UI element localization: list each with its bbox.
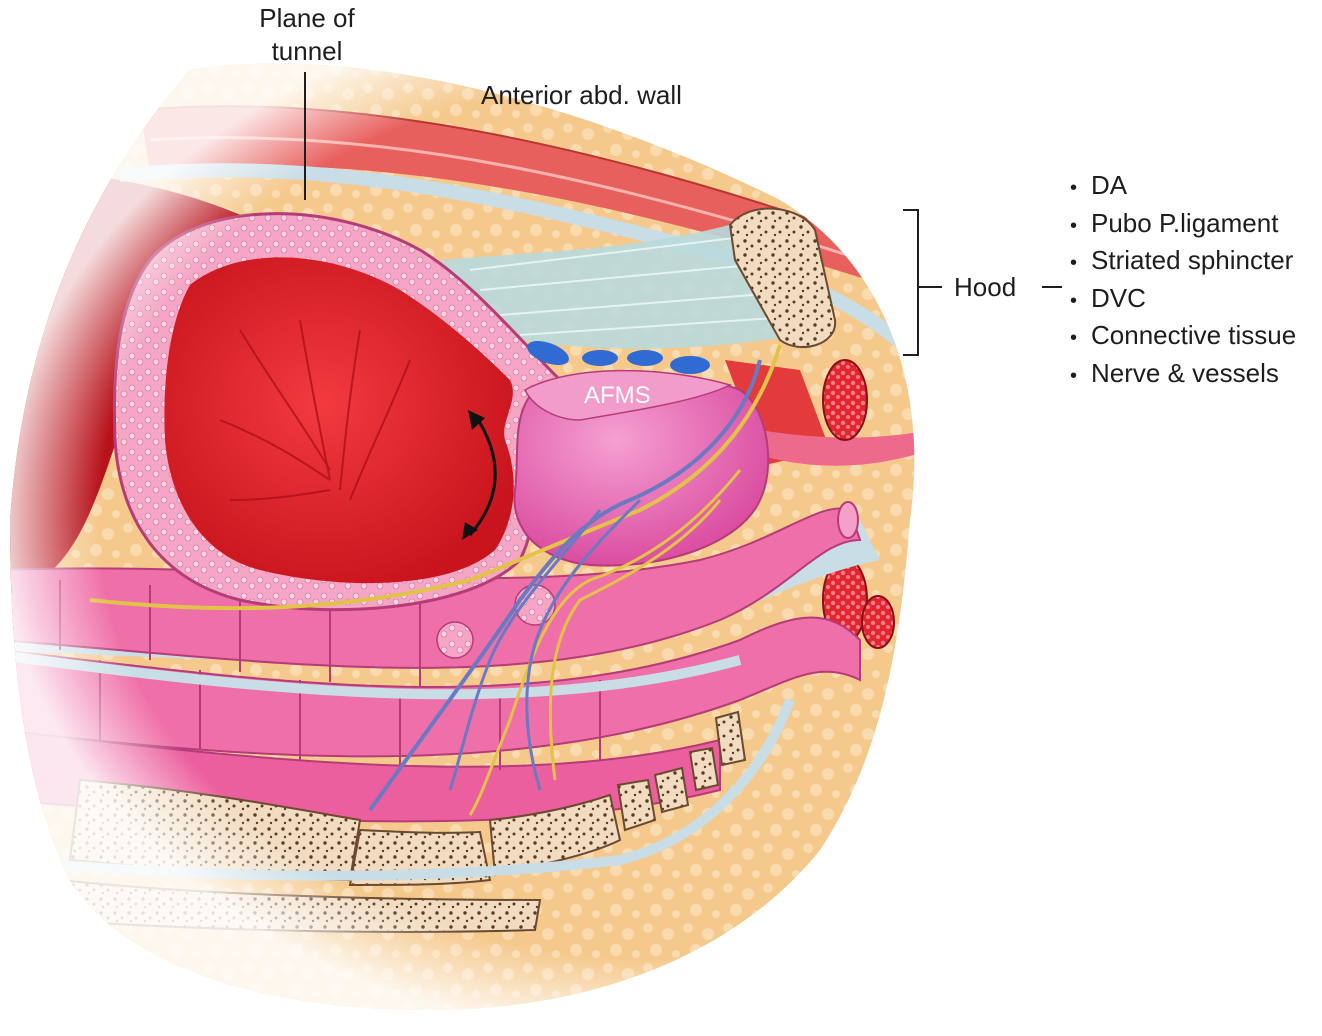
- hood-label: Hood: [954, 272, 1017, 302]
- bullet-icon: •: [1070, 214, 1078, 237]
- afms-label: AFMS: [584, 382, 651, 409]
- anterior-abd-wall-label: Anterior abd. wall: [481, 80, 682, 110]
- bullet-icon: •: [1070, 177, 1078, 199]
- plane-of-tunnel-label: Plane of tunnel: [232, 2, 382, 68]
- hood-component-item: •Nerve & vessels: [1070, 356, 1296, 394]
- bullet-icon: •: [1070, 364, 1078, 387]
- bullet-icon: •: [1070, 252, 1078, 274]
- plane-of-tunnel-line2: tunnel: [271, 36, 343, 66]
- hood-component-item: •DA: [1070, 168, 1296, 206]
- hood-component-item: •Striated sphincter: [1070, 243, 1296, 281]
- plane-of-tunnel-line1: Plane of: [259, 3, 355, 33]
- hood-components-list: •DA •Pubo P.ligament •Striated sphincter…: [1070, 168, 1296, 393]
- hood-component-item: •Pubo P.ligament: [1070, 206, 1296, 244]
- hood-bracket: [903, 209, 919, 356]
- bullet-icon: •: [1070, 327, 1078, 349]
- bullet-icon: •: [1070, 289, 1078, 312]
- hood-component-item: •DVC: [1070, 281, 1296, 319]
- hood-component-item: •Connective tissue: [1070, 318, 1296, 356]
